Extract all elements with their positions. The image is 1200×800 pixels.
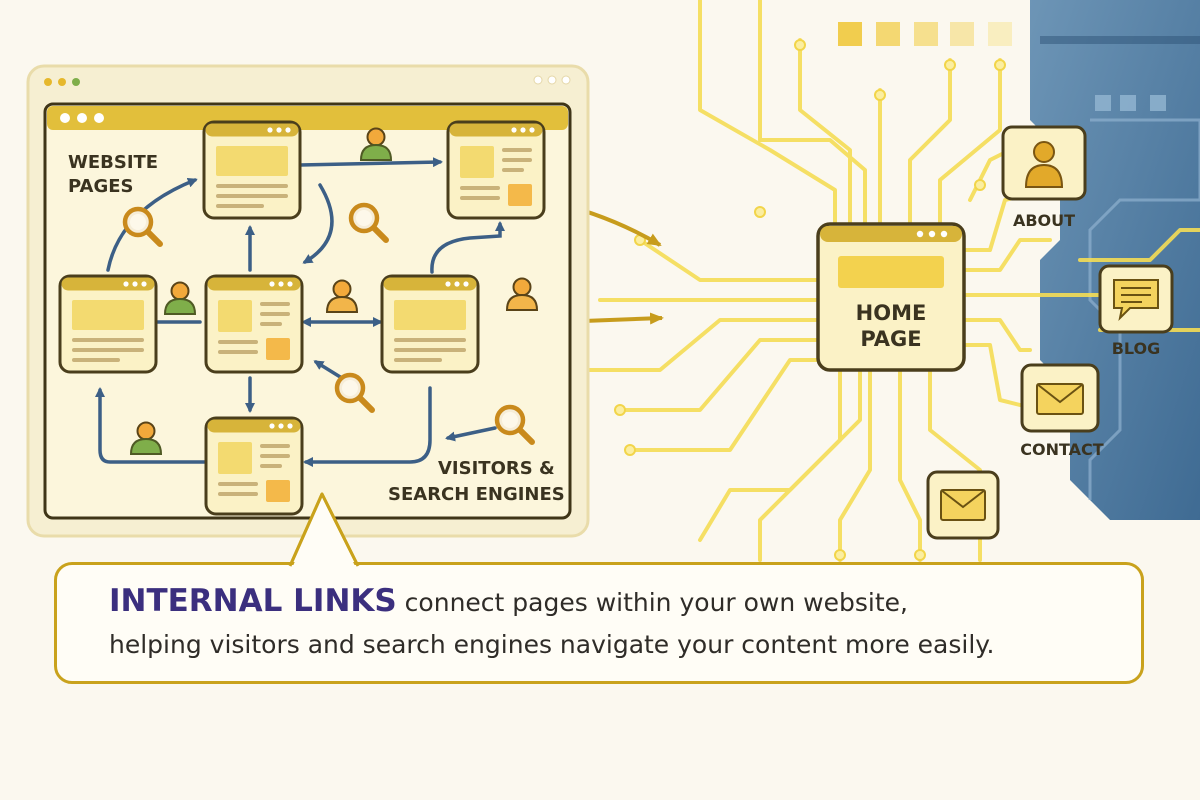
website-pages-label-line1: WEBSITE <box>68 152 158 173</box>
callout-line-1: INTERNAL LINKS connect pages within your… <box>109 580 1141 624</box>
page-middle-left[interactable] <box>58 274 158 374</box>
envelope-icon <box>940 489 986 521</box>
page-middle-center[interactable] <box>204 274 304 374</box>
circuit-traces <box>558 0 1200 562</box>
envelope-icon <box>1036 383 1084 415</box>
circuit-nodes <box>554 39 1006 561</box>
mail-node[interactable] <box>926 470 1000 540</box>
person-silhouette-icon <box>1024 141 1064 188</box>
home-page-label-line1: HOME <box>856 301 927 325</box>
speech-bubble-icon <box>1113 279 1159 322</box>
page-bottom-center[interactable] <box>204 416 304 516</box>
page-top-right[interactable] <box>446 120 546 220</box>
top-squares <box>838 22 1012 46</box>
page-middle-right[interactable] <box>380 274 480 374</box>
about-label: ABOUT <box>1013 211 1075 230</box>
blog-node[interactable]: BLOG <box>1098 264 1174 358</box>
home-page-label-line2: PAGE <box>860 327 921 351</box>
about-node[interactable]: ABOUT <box>1001 125 1087 230</box>
callout-keyword: INTERNAL LINKS <box>109 583 397 619</box>
callout-text-1: connect pages within your own website, <box>396 588 908 617</box>
page-top-center[interactable] <box>202 120 302 220</box>
visitors-label-line2: SEARCH ENGINES <box>388 484 565 505</box>
navy-link-arrows <box>95 157 505 467</box>
home-page-node[interactable]: HOME PAGE <box>816 222 966 372</box>
blog-label: BLOG <box>1112 339 1161 358</box>
website-pages-label-line2: PAGES <box>68 176 134 197</box>
callout-box: INTERNAL LINKS connect pages within your… <box>54 562 1144 684</box>
visitors-label-line1: VISITORS & <box>438 458 555 479</box>
contact-node[interactable]: CONTACT <box>1020 363 1104 459</box>
contact-label: CONTACT <box>1020 440 1104 459</box>
callout-line-2: helping visitors and search engines navi… <box>109 630 995 659</box>
